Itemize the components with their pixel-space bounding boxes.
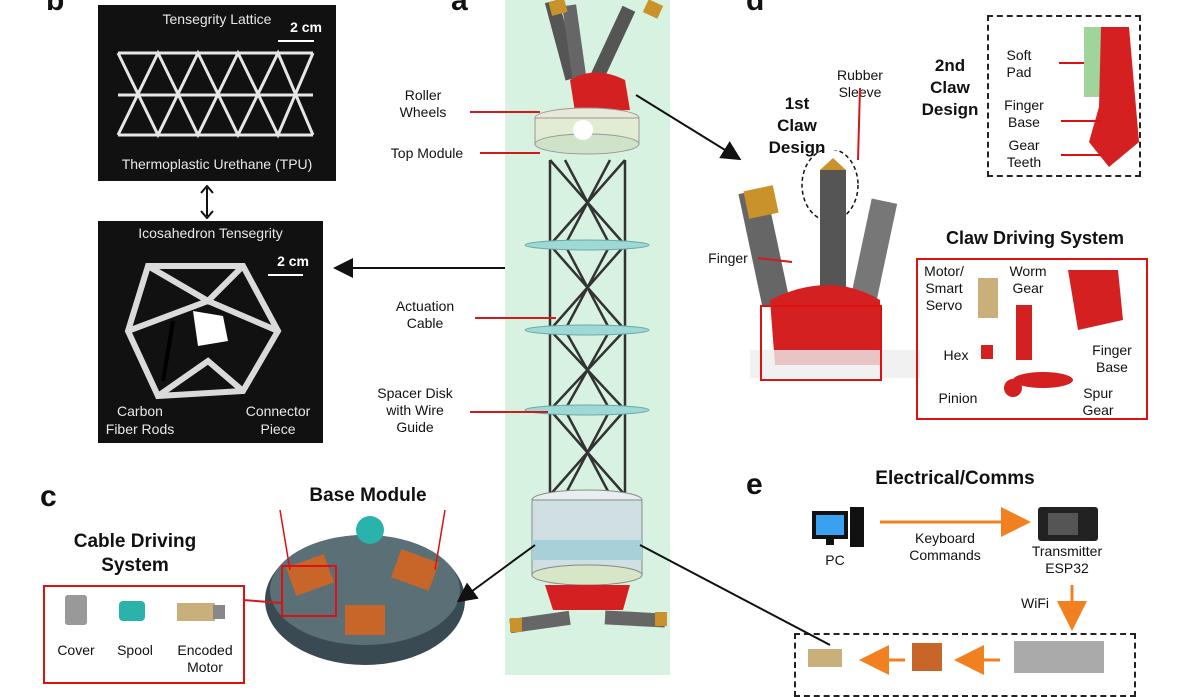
cover-label: Cover bbox=[57, 642, 95, 658]
tpu-caption: Thermoplastic Urethane (TPU) bbox=[121, 156, 313, 172]
base-module-render bbox=[255, 510, 470, 675]
pc-icon bbox=[810, 505, 865, 550]
double-arrow-b bbox=[200, 185, 214, 219]
tensegrity-lattice-photo: Tensegrity Lattice 2 cm Thermoplastic Ur… bbox=[98, 5, 336, 181]
wifi-label: WiFi bbox=[1021, 595, 1049, 611]
first-claw-highlight bbox=[760, 305, 882, 381]
panel-letter-d: d bbox=[746, 0, 765, 17]
second-claw-box: Soft Pad Finger Base Gear Teeth bbox=[987, 15, 1141, 177]
spool-label: Spool bbox=[117, 642, 153, 658]
keyboard-label: Keyboard Commands bbox=[909, 530, 981, 563]
motor-servo-label: Motor/ Smart Servo bbox=[924, 263, 964, 313]
finger-label: Finger bbox=[708, 250, 748, 266]
cable-driving-box: Cover Spool Encoded Motor bbox=[43, 585, 245, 684]
panel-letter-b: b bbox=[46, 0, 65, 17]
base-module-title: Base Module bbox=[309, 485, 427, 506]
pinion-label: Pinion bbox=[938, 390, 978, 406]
second-claw-label: 2nd Claw Design bbox=[921, 56, 979, 119]
label-spacer-disk: Spacer Disk with Wire Guide bbox=[377, 385, 453, 435]
top-claw bbox=[544, 0, 664, 112]
receiver-box bbox=[794, 633, 1136, 697]
worm-gear-label: Worm Gear bbox=[1009, 263, 1047, 296]
transmitter-label: Transmitter ESP32 bbox=[1031, 543, 1103, 576]
icosa-scale: 2 cm bbox=[277, 253, 309, 269]
base-module-highlight bbox=[281, 565, 337, 617]
pc-label: PC bbox=[825, 552, 845, 568]
panel-letter-c: c bbox=[40, 480, 57, 513]
icosahedron-photo: Icosahedron Tensegrity 2 cm Carbon Fiber… bbox=[98, 221, 323, 443]
electrical-title: Electrical/Comms bbox=[875, 468, 1035, 489]
soft-pad-label: Soft Pad bbox=[1006, 47, 1032, 80]
hex-label: Hex bbox=[943, 347, 969, 363]
encoded-motor-label: Encoded Motor bbox=[177, 642, 233, 675]
cable-driving-title: Cable Driving System bbox=[73, 531, 197, 576]
lattice-caption: Tensegrity Lattice bbox=[162, 11, 272, 27]
first-claw-label: 1st Claw Design bbox=[768, 94, 826, 157]
label-roller-wheels: Roller Wheels bbox=[399, 87, 447, 120]
spur-gear-label: Spur Gear bbox=[1082, 385, 1114, 418]
connector-label: Connector Piece bbox=[245, 403, 311, 437]
claw-driving-box: Motor/ Smart Servo Worm Gear Hex Finger … bbox=[916, 258, 1148, 420]
icosa-caption: Icosahedron Tensegrity bbox=[138, 225, 283, 241]
carbon-label: Carbon Fiber Rods bbox=[105, 403, 175, 437]
label-top-module: Top Module bbox=[390, 145, 464, 161]
finger-base-2-label: Finger Base bbox=[1092, 342, 1132, 375]
claw-driving-title: Claw Driving System bbox=[945, 228, 1125, 248]
finger-base-label: Finger Base bbox=[1004, 97, 1044, 130]
rubber-sleeve-label: Rubber Sleeve bbox=[837, 67, 883, 100]
gear-teeth-label: Gear Teeth bbox=[1006, 137, 1042, 170]
robot-render bbox=[505, 0, 670, 675]
esp32-icon bbox=[1038, 507, 1098, 541]
panel-letter-e: e bbox=[746, 468, 763, 501]
lattice-scale: 2 cm bbox=[290, 19, 322, 35]
label-actuation-cable: Actuation Cable bbox=[395, 298, 455, 331]
panel-letter-a: a bbox=[451, 0, 468, 17]
